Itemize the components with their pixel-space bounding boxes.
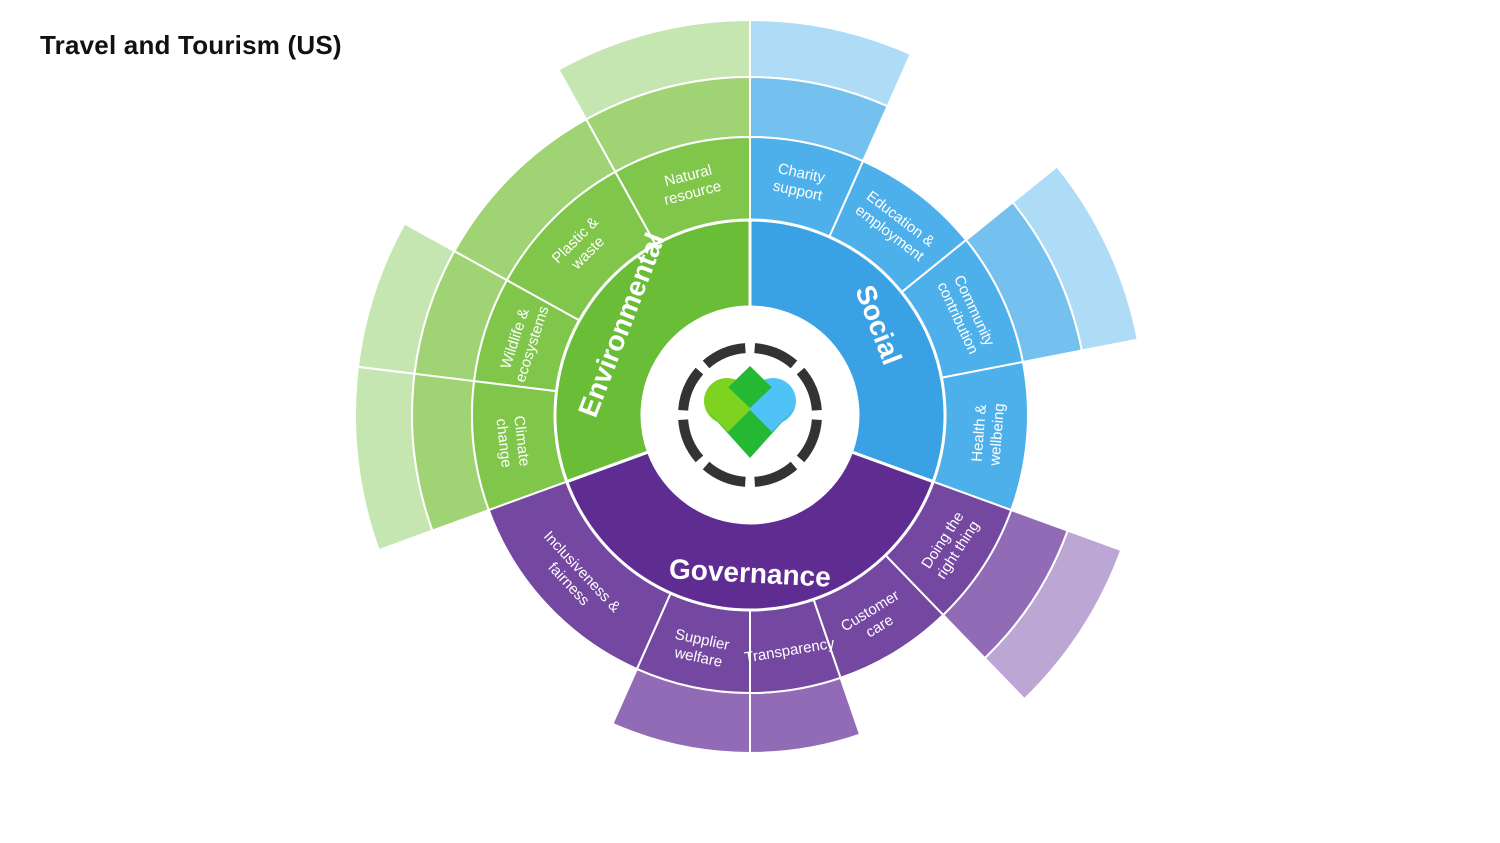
segment-social — [900, 165, 1139, 379]
logo-ring-segment — [702, 343, 746, 369]
segment-label: Supplierwelfare — [670, 626, 731, 672]
segment-label: Health &wellbeing — [968, 401, 1008, 467]
logo-ring-segment — [754, 343, 798, 369]
segment-label: Climatechange — [492, 415, 533, 469]
segment-governance — [884, 480, 1123, 701]
logo-ring-segment — [702, 461, 746, 487]
page-title: Travel and Tourism (US) — [40, 30, 342, 60]
logo-ring-segment — [754, 461, 798, 487]
segment-environmental — [354, 365, 569, 552]
logo-ring-segment — [678, 367, 704, 411]
segment-environmental — [356, 222, 581, 393]
segments-layer — [354, 18, 1139, 755]
heart-facet-right — [749, 387, 794, 432]
segment-governance — [611, 591, 751, 755]
segment-environmental — [557, 18, 751, 246]
logo-ring-segment — [678, 419, 704, 463]
heart-facet-left — [706, 387, 751, 432]
segment-social — [749, 18, 912, 239]
heart-logo-icon — [678, 343, 822, 487]
logo-ring-segment — [796, 419, 822, 463]
center-badge — [642, 307, 858, 523]
category-band-governance — [564, 450, 936, 612]
logo-ring-segment — [796, 367, 822, 411]
